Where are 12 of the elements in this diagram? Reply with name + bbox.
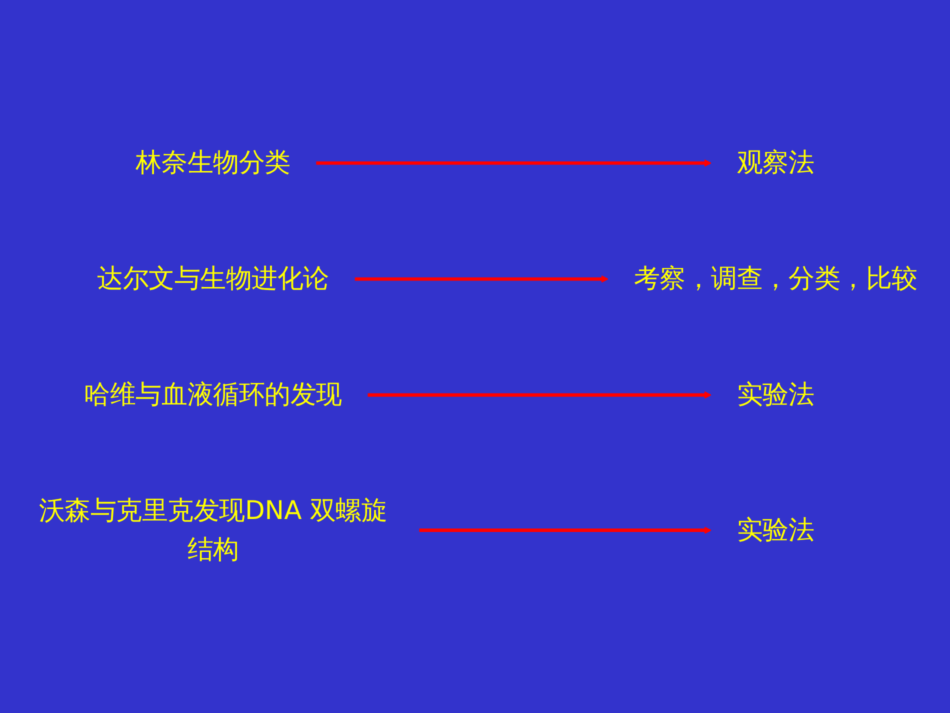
arrow [419, 526, 712, 534]
node-text: 林奈生物分类 [136, 148, 290, 178]
node-text: 哈维与血液循环的发现 [84, 380, 342, 410]
node-text: 实验法 [736, 515, 814, 546]
node-text: 沃森与克里克发现DNA 双螺旋结构 [38, 496, 388, 565]
arrow [316, 159, 712, 168]
node-text: 考察，调查，分类，比较 [634, 264, 918, 294]
node-text: 达尔文与生物进化论 [97, 264, 329, 294]
node-text: 实验法 [736, 380, 814, 410]
node-text: 观察法 [736, 148, 814, 178]
arrow [354, 275, 608, 283]
arrow [368, 391, 712, 399]
